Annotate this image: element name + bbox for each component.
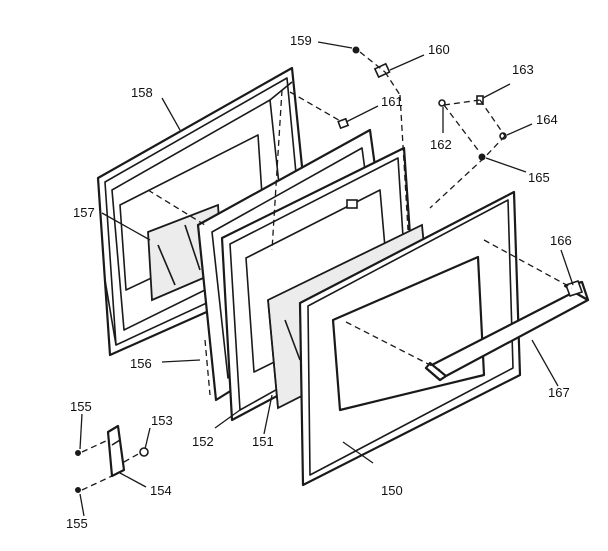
callout-163: 163	[512, 62, 534, 77]
callout-157: 157	[73, 205, 95, 220]
callout-166: 166	[550, 233, 572, 248]
callout-154: 154	[150, 483, 172, 498]
callout-164: 164	[536, 112, 558, 127]
callout-155-upper: 155	[70, 399, 92, 414]
callout-161: 161	[381, 94, 403, 109]
callout-158: 158	[131, 85, 153, 100]
callout-153: 153	[151, 413, 173, 428]
part-154-hinge-bracket	[106, 424, 126, 478]
callout-159: 159	[290, 33, 312, 48]
callout-167: 167	[548, 385, 570, 400]
callout-156: 156	[130, 356, 152, 371]
leader-lines	[79, 41, 574, 517]
part-166-handle-end-cap	[564, 279, 584, 298]
assembly-lines	[81, 51, 573, 491]
callout-150: 150	[381, 483, 403, 498]
callout-165: 165	[528, 170, 550, 185]
part-160-clip	[373, 62, 391, 79]
part-153-screw	[139, 447, 149, 457]
part-162-clip	[438, 99, 446, 107]
callout-152: 152	[192, 434, 214, 449]
part-167-door-handle	[424, 280, 590, 382]
part-159-screw	[352, 46, 360, 54]
callout-155-lower: 155	[66, 516, 88, 531]
callout-labels: 158 157 156 159 160 161 162 163 164 165 …	[66, 33, 572, 531]
part-155-screw-lower	[75, 487, 81, 493]
part-161-screw	[337, 117, 350, 130]
part-155-screw-upper	[75, 450, 81, 456]
callout-162: 162	[430, 137, 452, 152]
callout-160: 160	[428, 42, 450, 57]
callout-151: 151	[252, 434, 274, 449]
